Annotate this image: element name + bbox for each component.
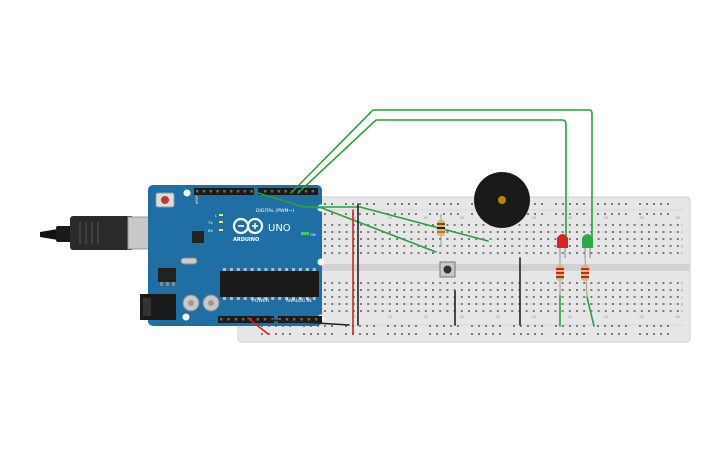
analog-label: ANALOG IN bbox=[286, 298, 312, 304]
mount-hole-icon bbox=[183, 189, 191, 197]
column-label: 40 bbox=[532, 216, 537, 220]
breadboard[interactable]: 1155101015152020252530303535404045455050… bbox=[237, 196, 691, 343]
brand-label: ARDUINO bbox=[233, 237, 259, 243]
column-label: 25 bbox=[424, 315, 429, 319]
column-label: 55 bbox=[640, 216, 645, 220]
column-label: 30 bbox=[460, 216, 465, 220]
resistor-green-led[interactable] bbox=[581, 257, 589, 297]
column-label: 35 bbox=[496, 315, 501, 319]
column-label: 30 bbox=[460, 315, 465, 319]
reset-button-cap bbox=[161, 196, 169, 204]
row-label: C bbox=[681, 295, 684, 299]
on-label: ON bbox=[310, 233, 316, 237]
column-label: 55 bbox=[640, 315, 645, 319]
column-label: 25 bbox=[424, 216, 429, 220]
wire-button[interactable] bbox=[299, 205, 437, 253]
digital-header-b bbox=[258, 188, 318, 195]
atmega-chip bbox=[220, 271, 319, 297]
mount-hole-icon bbox=[182, 313, 190, 321]
led-on-icon bbox=[301, 232, 309, 235]
row-label: I bbox=[681, 230, 682, 234]
rx-label: RX bbox=[208, 229, 213, 233]
voltage-regulator bbox=[158, 268, 176, 282]
chip-pins bbox=[223, 268, 316, 300]
column-label: 50 bbox=[604, 216, 609, 220]
led-rx-icon bbox=[219, 229, 223, 231]
mount-hole-icon bbox=[317, 258, 325, 266]
row-label: B bbox=[681, 302, 684, 306]
led-l-label: L bbox=[215, 214, 217, 218]
green-led[interactable] bbox=[582, 234, 593, 258]
crystal bbox=[180, 257, 198, 265]
column-label: 60 bbox=[676, 216, 681, 220]
row-label: H bbox=[681, 237, 684, 241]
resistor-button[interactable] bbox=[437, 214, 445, 246]
usb-chip bbox=[192, 231, 204, 243]
digital-label: DIGITAL (PWM~) bbox=[256, 208, 294, 214]
wire-power-red[interactable] bbox=[247, 317, 269, 335]
ground-jumper-green-led[interactable] bbox=[586, 296, 595, 327]
tx-label: TX bbox=[207, 221, 213, 225]
row-label: E bbox=[681, 281, 684, 285]
piezo-buzzer[interactable] bbox=[474, 172, 530, 228]
column-label: 60 bbox=[676, 315, 681, 319]
arduino-logo bbox=[232, 217, 264, 235]
column-label: 20 bbox=[388, 315, 393, 319]
row-label: G bbox=[681, 244, 684, 248]
wire-red-led-high[interactable] bbox=[297, 119, 567, 239]
column-label: 45 bbox=[568, 216, 573, 220]
power-header bbox=[218, 316, 274, 323]
wire-resistor[interactable] bbox=[257, 192, 489, 242]
analog-header bbox=[278, 316, 322, 323]
column-label: 20 bbox=[388, 216, 393, 220]
model-label: UNO bbox=[268, 223, 291, 234]
resistor-red-led[interactable] bbox=[556, 258, 564, 296]
row-label: F bbox=[681, 251, 683, 255]
wire-green-led-high[interactable] bbox=[290, 109, 593, 239]
column-label: 45 bbox=[568, 315, 573, 319]
row-label: D bbox=[681, 288, 684, 292]
power-label: POWER bbox=[252, 298, 270, 304]
push-button[interactable] bbox=[439, 261, 456, 278]
row-label: J bbox=[680, 223, 682, 227]
red-led[interactable] bbox=[557, 234, 568, 258]
led-tx-icon bbox=[219, 221, 223, 223]
aref-label: AREF bbox=[195, 195, 199, 204]
column-label: 50 bbox=[604, 315, 609, 319]
row-label: A bbox=[681, 309, 684, 313]
wire-ground-black[interactable] bbox=[267, 319, 350, 326]
led-l-icon bbox=[219, 214, 223, 216]
wires bbox=[247, 109, 595, 335]
column-label: 40 bbox=[532, 315, 537, 319]
arduino-uno-board[interactable]: UNO ARDUINO DIGITAL (PWM~) TX RX L ON AR… bbox=[140, 185, 325, 326]
